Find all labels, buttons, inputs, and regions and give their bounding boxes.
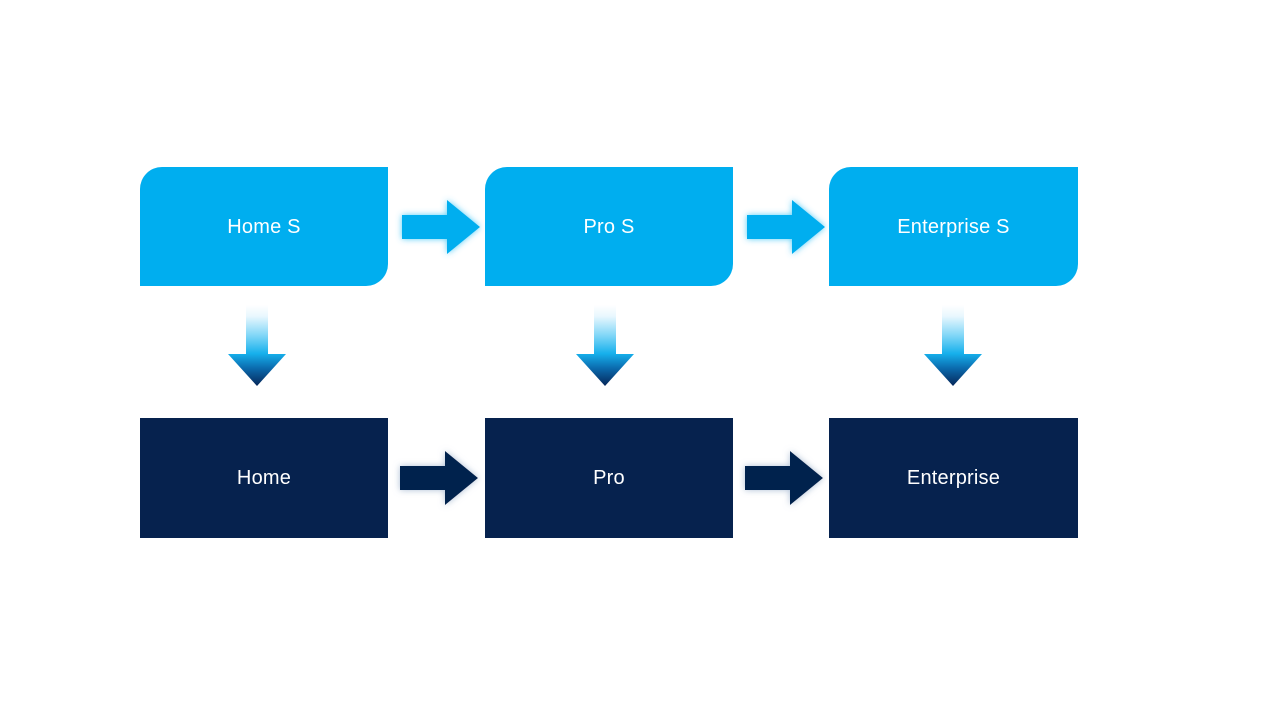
- tier-label-pro: Pro: [593, 467, 625, 489]
- arrow-right-icon-home-to-pro: [398, 447, 480, 509]
- tier-box-enterprise[interactable]: Enterprise: [829, 418, 1078, 538]
- tier-box-pro[interactable]: Pro: [485, 418, 733, 538]
- tier-box-pro-s[interactable]: Pro S: [485, 167, 733, 286]
- tier-label-home: Home: [236, 467, 292, 489]
- arrow-right-icon-home-s-to-pro-s: [400, 196, 482, 258]
- arrow-right-icon-pro-s-to-enterprise-s: [745, 196, 827, 258]
- arrow-right-icon-pro-to-enterprise: [743, 447, 825, 509]
- tier-label-enterprise: Enterprise: [906, 467, 1001, 489]
- tier-label-home-s: Home S: [227, 215, 301, 238]
- tier-box-home-s[interactable]: Home S: [140, 167, 388, 286]
- arrow-down-icon-home-s-to-home: [226, 304, 288, 388]
- tier-label-pro-s: Pro S: [583, 215, 635, 238]
- arrow-down-icon-pro-s-to-pro: [574, 304, 636, 388]
- tier-label-enterprise-s: Enterprise S: [897, 215, 1010, 238]
- arrow-down-icon-enterprise-s-to-enterprise: [922, 304, 984, 388]
- tier-box-enterprise-s[interactable]: Enterprise S: [829, 167, 1078, 286]
- tier-box-home[interactable]: Home: [140, 418, 388, 538]
